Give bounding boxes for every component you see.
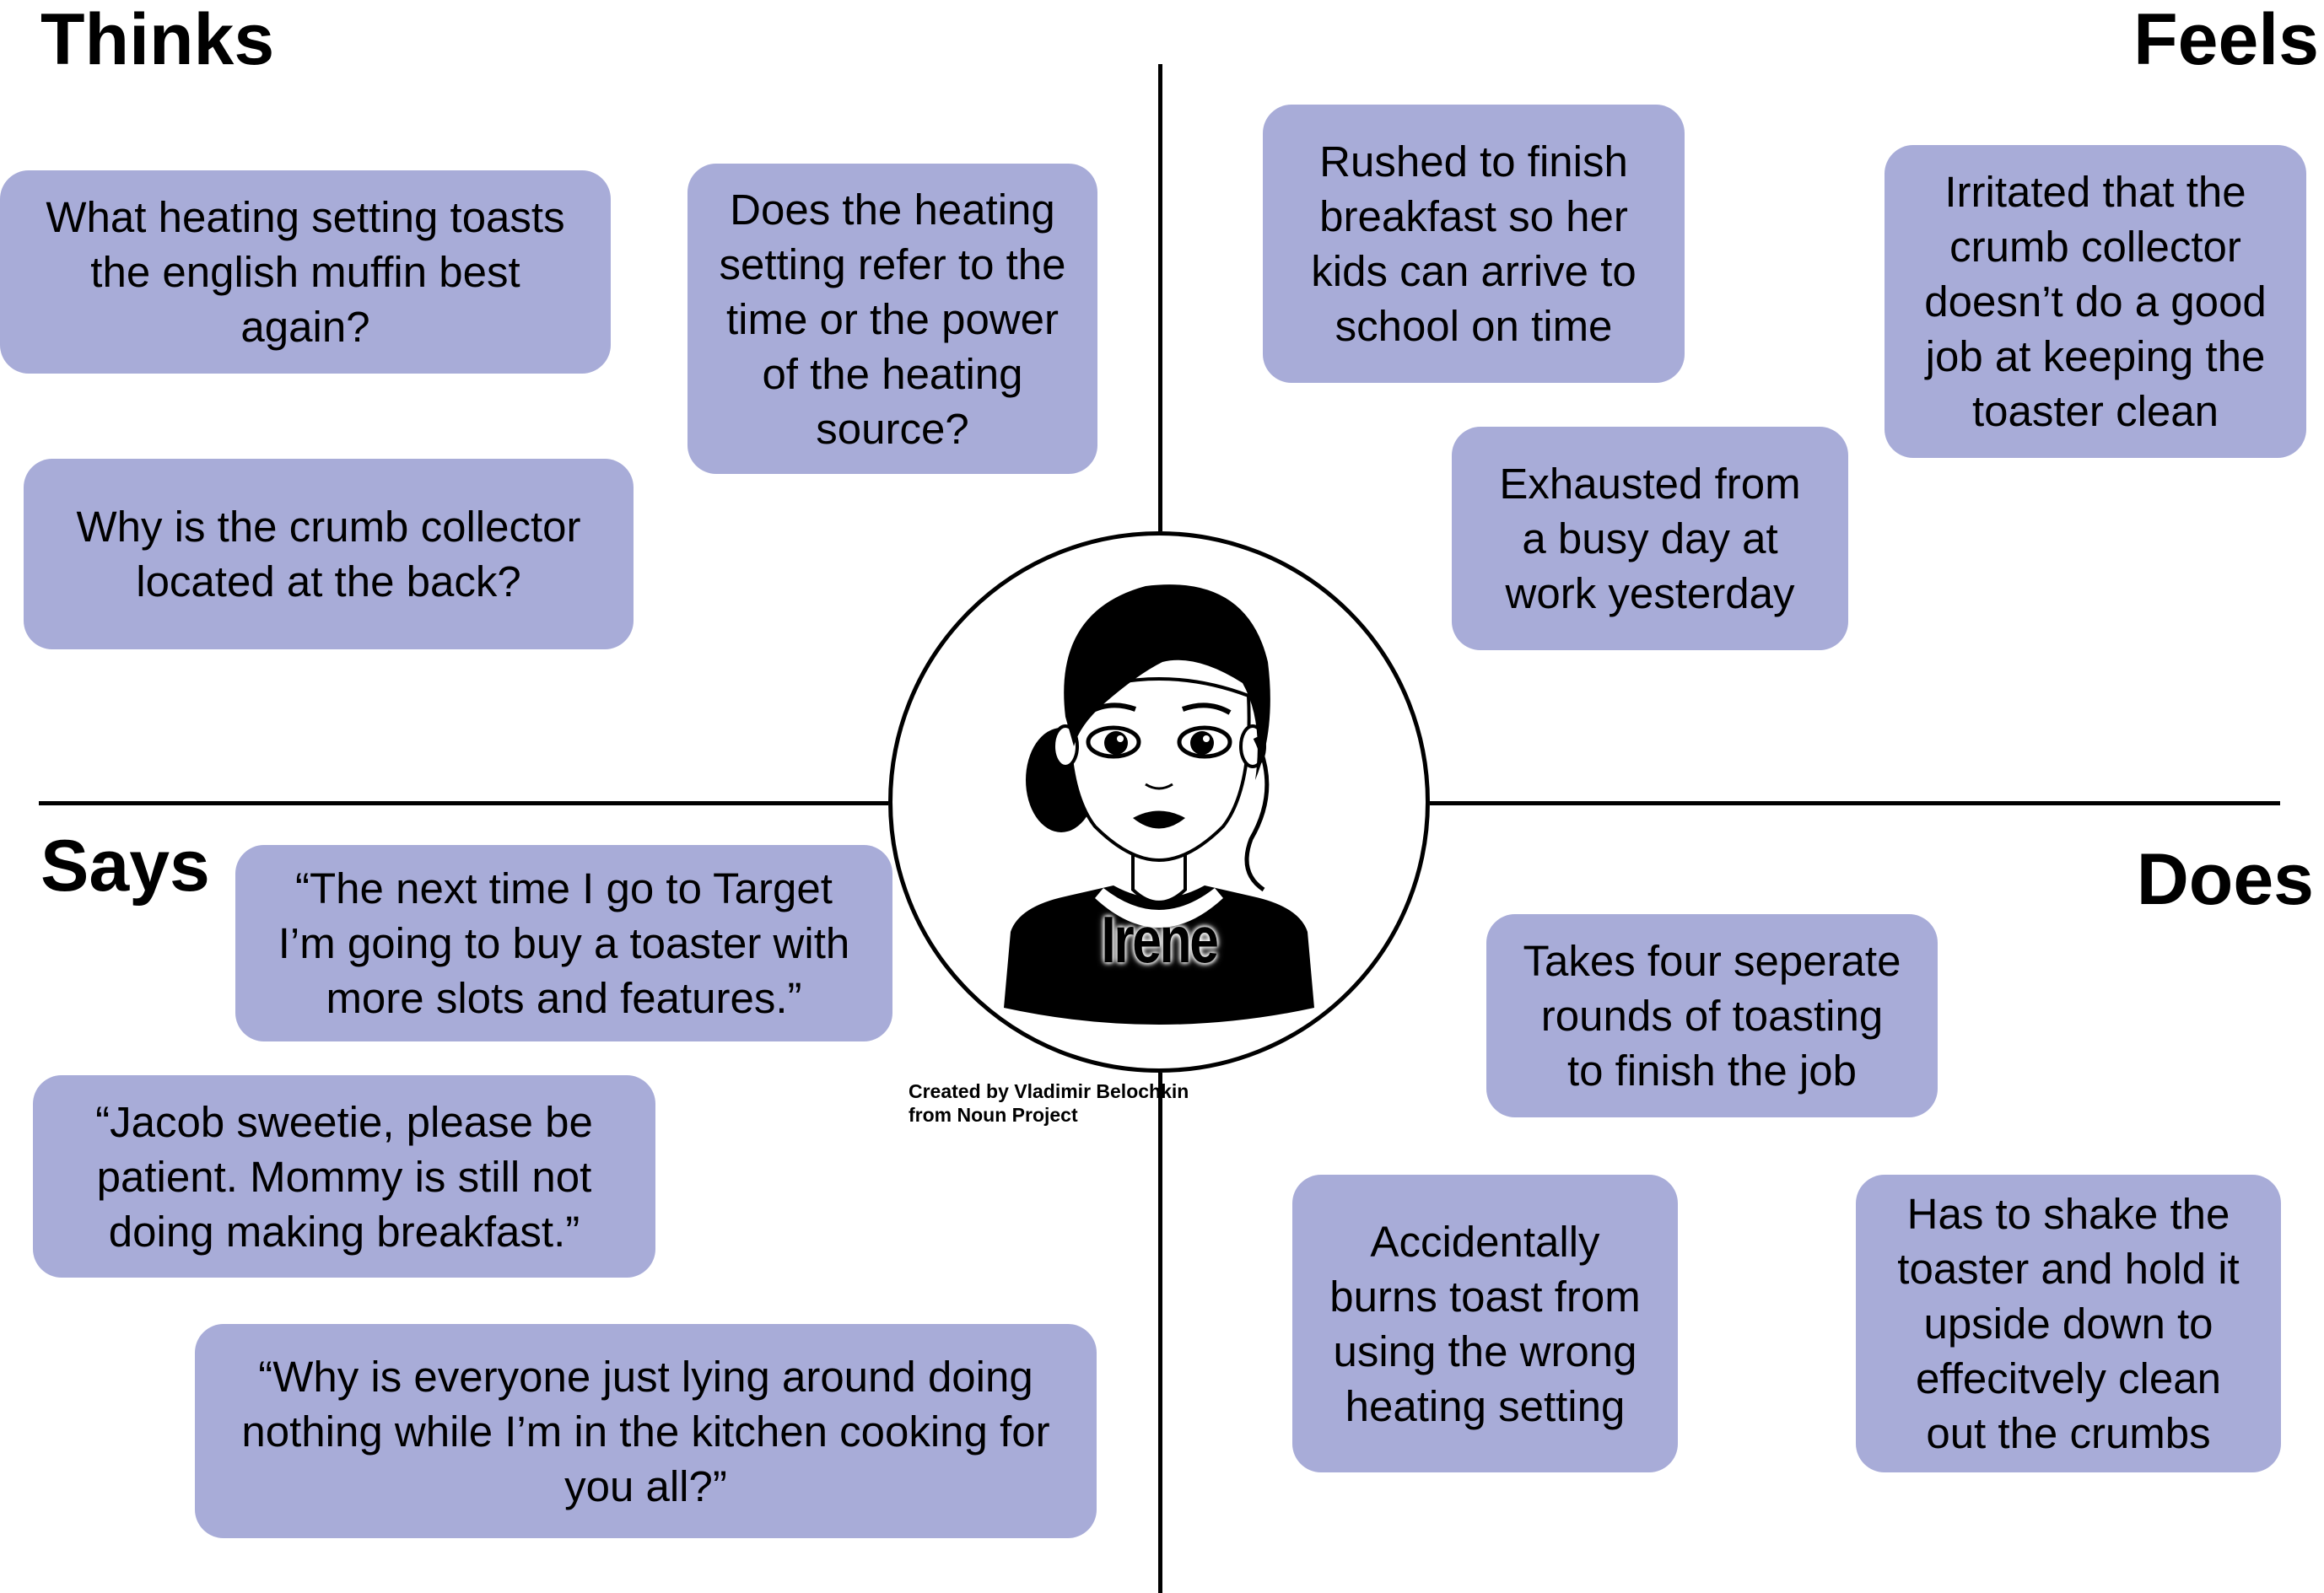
note-line: rounds of toasting xyxy=(1540,992,1884,1040)
thinks-note: Does the heating setting refer to the ti… xyxy=(687,164,1097,474)
credit-line: from Noun Project xyxy=(909,1104,1078,1126)
note-line: “Why is everyone just lying around doing xyxy=(258,1352,1033,1401)
note-line: source? xyxy=(816,404,969,453)
feels-note: Rushed to finish breakfast so her kids c… xyxy=(1263,105,1685,383)
note-line: located at the back? xyxy=(136,557,521,605)
credit-line: Created by Vladimir Belochkin xyxy=(909,1080,1189,1102)
note-line: burns toast from xyxy=(1329,1272,1641,1321)
thinks-note: Why is the crumb collector located at th… xyxy=(24,459,634,649)
note-line: patient. Mommy is still not xyxy=(96,1152,592,1201)
note-line: again? xyxy=(240,303,370,351)
note-line: doing making breakfast.” xyxy=(108,1207,580,1256)
vertical-divider-top xyxy=(1158,64,1162,531)
note-line: Accidentally xyxy=(1370,1217,1600,1266)
note-line: What heating setting toasts xyxy=(46,193,565,241)
vertical-divider-bottom xyxy=(1158,1073,1162,1593)
note-line: heating setting xyxy=(1345,1381,1626,1430)
note-line: effecitvely clean xyxy=(1916,1354,2221,1402)
note-line: setting refer to the xyxy=(719,239,1066,288)
note-line: toaster clean xyxy=(1971,387,2219,435)
note-line: out the crumbs xyxy=(1926,1409,2211,1457)
does-note: Accidentally burns toast from using the … xyxy=(1292,1175,1678,1472)
says-title: Says xyxy=(40,826,210,907)
note-line: a busy day at xyxy=(1522,514,1778,562)
note-line: crumb collector xyxy=(1949,223,2241,271)
horizontal-divider-right xyxy=(1430,801,2280,805)
thinks-note: What heating setting toasts the english … xyxy=(0,170,611,374)
note-line: Rushed to finish xyxy=(1319,137,1628,186)
horizontal-divider-left xyxy=(39,801,888,805)
feels-note: Irritated that the crumb collector doesn… xyxy=(1885,145,2306,458)
thinks-title: Thinks xyxy=(40,0,275,80)
note-line: toaster and hold it xyxy=(1897,1245,2240,1293)
note-line: upside down to xyxy=(1923,1300,2213,1348)
does-note: Has to shake the toaster and hold it ups… xyxy=(1856,1175,2281,1472)
persona-name: Irene xyxy=(1101,902,1219,977)
says-note: “Jacob sweetie, please be patient. Mommy… xyxy=(33,1075,655,1278)
note-line: “Jacob sweetie, please be xyxy=(95,1097,593,1146)
persona-avatar: Irene xyxy=(888,531,1430,1073)
woman-face-icon xyxy=(1004,584,1314,1025)
says-note: “Why is everyone just lying around doing… xyxy=(195,1324,1097,1538)
note-line: “The next time I go to Target xyxy=(295,864,833,912)
note-line: job at keeping the xyxy=(1925,332,2266,380)
note-line: Irritated that the xyxy=(1944,168,2246,216)
note-line: nothing while I’m in the kitchen cooking… xyxy=(241,1407,1050,1456)
note-line: school on time xyxy=(1335,302,1613,350)
note-line: time or the power xyxy=(725,294,1059,343)
note-line: Takes four seperate xyxy=(1523,937,1901,985)
note-line: you all?” xyxy=(564,1461,727,1510)
does-title: Does xyxy=(2136,839,2314,920)
note-line: more slots and features.” xyxy=(326,974,802,1022)
note-line: I’m going to buy a toaster with xyxy=(278,919,850,967)
does-note: Takes four seperate rounds of toasting t… xyxy=(1486,914,1938,1117)
note-line: to finish the job xyxy=(1566,1047,1858,1095)
note-line: Exhausted from xyxy=(1499,460,1801,508)
note-line: Why is the crumb collector xyxy=(76,503,581,551)
note-line: the english muffin best xyxy=(90,248,520,296)
note-line: Has to shake the xyxy=(1906,1190,2230,1238)
feels-note: Exhausted from a busy day at work yester… xyxy=(1452,427,1848,650)
note-line: doesn’t do a good xyxy=(1924,277,2267,326)
feels-title: Feels xyxy=(2133,0,2319,80)
note-line: using the wrong xyxy=(1333,1327,1637,1375)
icon-credit: Created by Vladimir Belochkin from Noun … xyxy=(909,1079,1189,1127)
note-line: breakfast so her xyxy=(1319,192,1628,240)
note-line: work yesterday xyxy=(1505,569,1795,617)
note-line: Does the heating xyxy=(730,185,1055,234)
note-line: kids can arrive to xyxy=(1311,247,1637,295)
says-note: “The next time I go to Target I’m going … xyxy=(235,845,892,1041)
note-line: of the heating xyxy=(762,349,1023,398)
